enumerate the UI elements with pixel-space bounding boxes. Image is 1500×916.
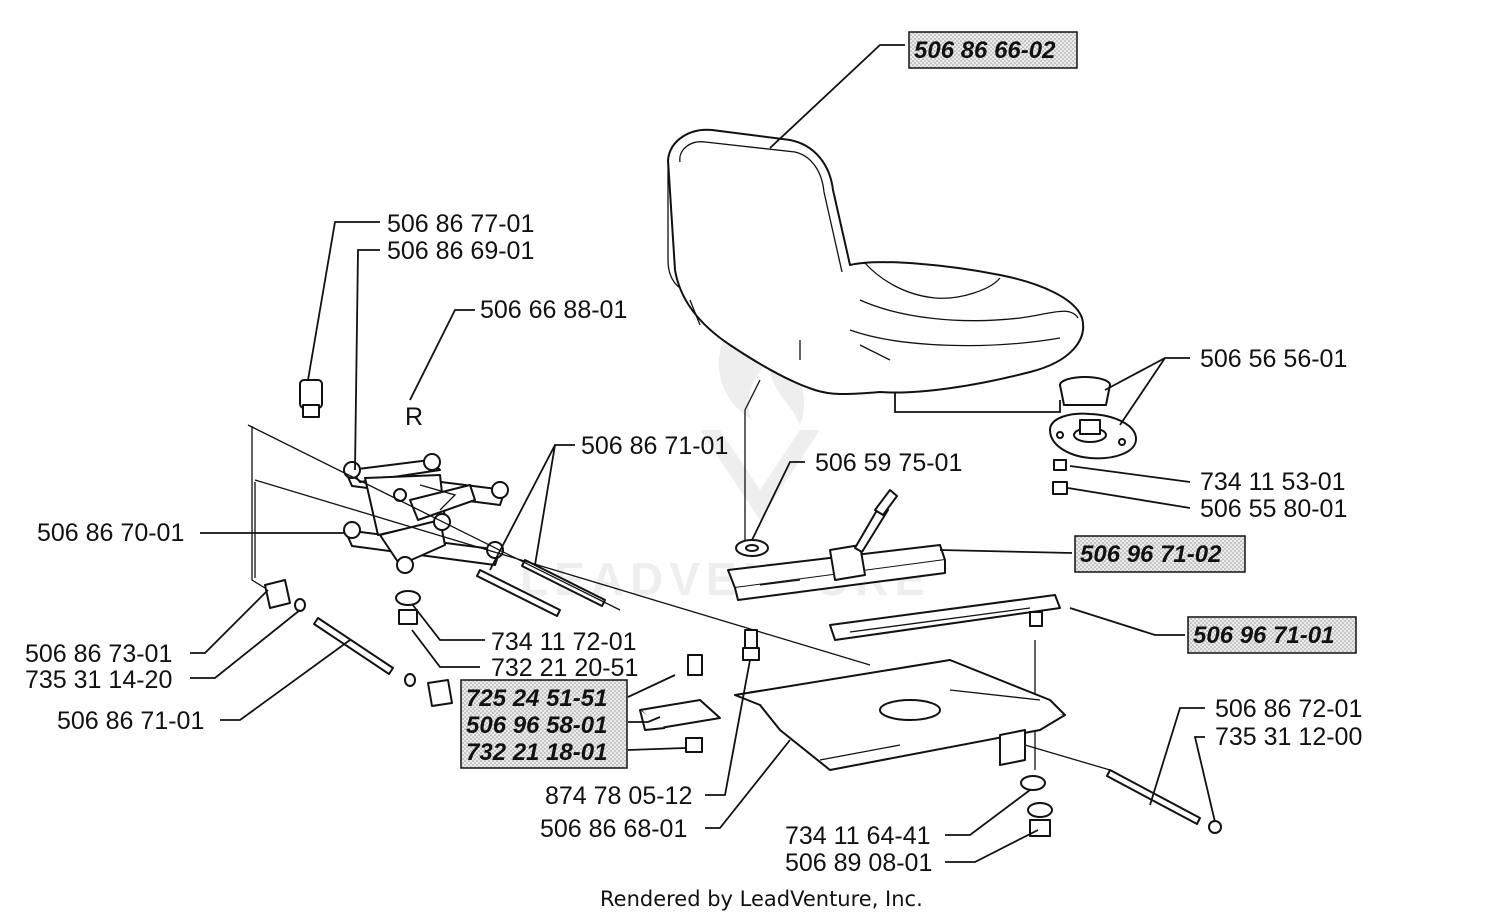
label-box-506-96-71-02: [1074, 535, 1246, 573]
part-label-506-86-71-01-upper: 506 86 71-01: [581, 432, 728, 460]
part-label-506-86-66-02: 506 86 66-02: [914, 37, 1056, 64]
part-label-506-86-68-01: 506 86 68-01: [540, 815, 687, 843]
washer-nut-734-506: [1020, 775, 1053, 837]
nut-734-11-53: [1052, 459, 1068, 495]
washer-nut-734-732: [395, 590, 421, 625]
part-label-506-59-75-01: 506 59 75-01: [815, 449, 962, 477]
mark-r: R: [405, 403, 423, 431]
bracket-cap-drawing: [1049, 376, 1138, 460]
part-label-734-11-72-01: 734 11 72-01: [491, 628, 637, 656]
spacers-left: [264, 579, 453, 707]
part-label-506-55-80-01: 506 55 80-01: [1200, 495, 1347, 523]
slide-rail-lower: [829, 594, 1061, 641]
part-label-506-89-08-01: 506 89 08-01: [785, 849, 932, 877]
pin-right: [1106, 769, 1222, 834]
part-label-506-86-71-01-lower: 506 86 71-01: [57, 707, 204, 735]
bolt-874-78: [742, 629, 760, 661]
leader-lines: [190, 44, 1216, 863]
seat-drawing: [667, 128, 1085, 396]
part-label-506-96-58-01: 506 96 58-01: [466, 712, 607, 739]
bracket-hardware: [639, 654, 721, 753]
part-label-732-21-20-51: 732 21 20-51: [491, 654, 638, 682]
part-label-735-31-14-20: 735 31 14-20: [25, 666, 172, 694]
part-label-506-96-71-01: 506 96 71-01: [1193, 622, 1334, 649]
base-plate-drawing: [734, 659, 1066, 771]
label-box-group-kit: [460, 679, 628, 769]
seat-connector-line: [894, 392, 1061, 413]
part-label-735-31-12-00: 735 31 12-00: [1215, 723, 1362, 751]
part-label-725-24-51-51: 725 24 51-51: [466, 685, 607, 712]
part-label-506-86-73-01: 506 86 73-01: [25, 640, 172, 668]
knob-506-86-77: [299, 379, 323, 418]
part-label-734-11-53-01: 734 11 53-01: [1200, 468, 1346, 496]
pin-left: [313, 617, 394, 675]
part-label-874-78-05-12: 874 78 05-12: [545, 782, 692, 810]
slide-rail-upper: [727, 489, 946, 601]
arm-assembly-drawing: [343, 453, 509, 574]
label-box-506-86-66-02: [908, 31, 1078, 69]
part-label-506-66-88-01: 506 66 88-01: [480, 296, 627, 324]
washer-506-59-75: [735, 539, 769, 557]
part-label-506-86-77-01: 506 86 77-01: [387, 210, 534, 238]
part-label-506-86-72-01: 506 86 72-01: [1215, 695, 1362, 723]
part-label-506-86-69-01: 506 86 69-01: [387, 237, 534, 265]
part-label-506-86-70-01: 506 86 70-01: [37, 519, 184, 547]
part-label-734-11-64-41: 734 11 64-41: [785, 822, 931, 850]
part-label-506-56-56-01: 506 56 56-01: [1200, 345, 1347, 373]
pin-upper-2: [476, 569, 561, 617]
part-label-506-96-71-02: 506 96 71-02: [1080, 541, 1222, 568]
footer-credit: Rendered by LeadVenture, Inc.: [600, 887, 923, 911]
part-label-732-21-18-01: 732 21 18-01: [466, 739, 607, 766]
label-box-506-96-71-01: [1187, 616, 1357, 654]
